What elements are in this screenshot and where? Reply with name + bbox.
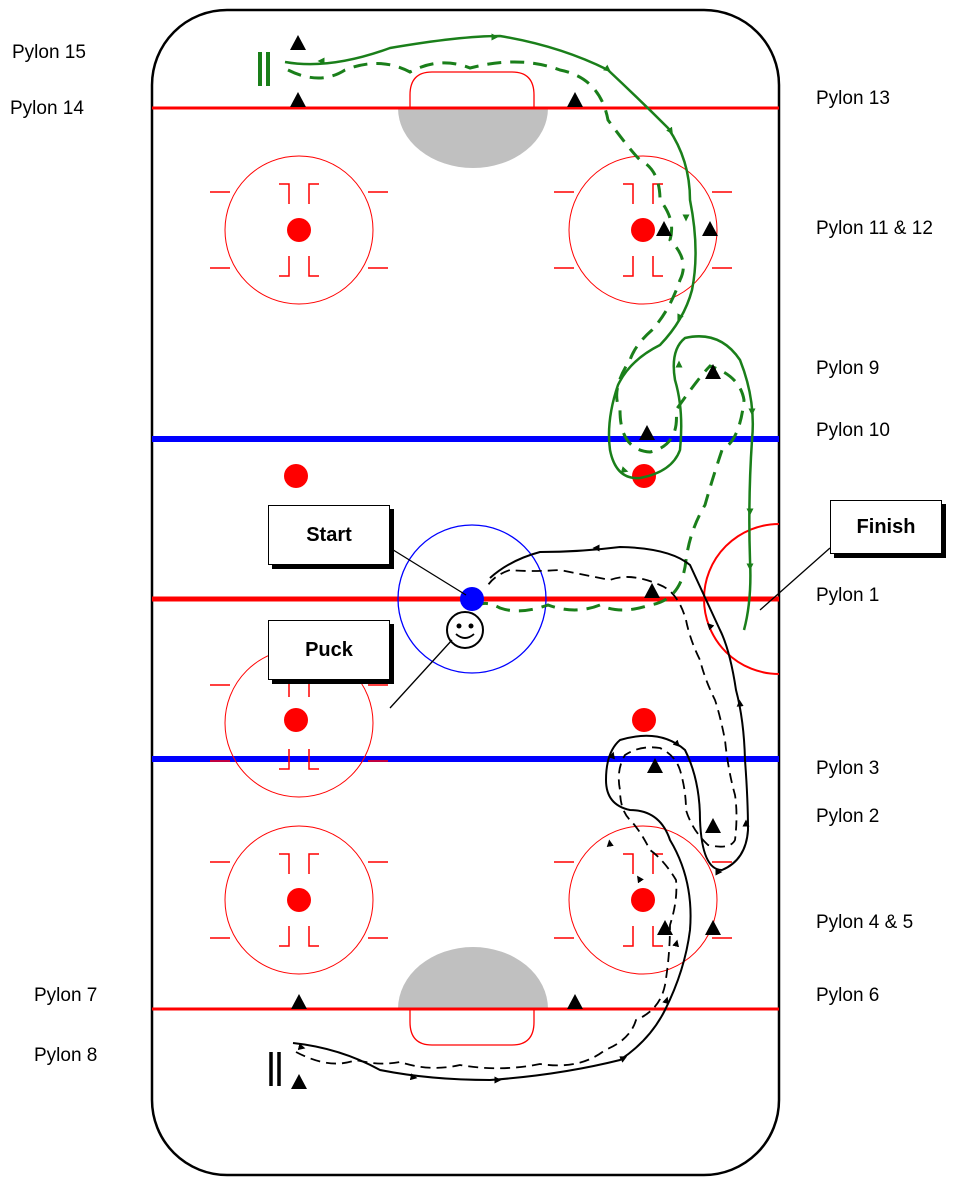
bottom-goal-net xyxy=(409,1009,535,1046)
start-marker-icon xyxy=(460,587,484,611)
top-goal-net xyxy=(409,71,535,108)
pylon-icon xyxy=(705,920,721,935)
neutral-dot-bottom-left xyxy=(284,708,308,732)
pylon-icon xyxy=(705,818,721,833)
center-circle xyxy=(397,524,547,674)
faceoff-dot-icon xyxy=(287,218,311,242)
black-skater-path xyxy=(292,545,750,1082)
faceoff-circle-lower-left xyxy=(210,825,388,975)
label-pylon-14: Pylon 14 xyxy=(10,98,84,119)
faceoff-dot-icon xyxy=(287,888,311,912)
black-start-marker-icon xyxy=(269,1052,281,1086)
green-puck-path xyxy=(287,60,746,613)
finish-leader-line xyxy=(759,547,831,611)
faceoff-circle-top-right xyxy=(554,155,732,305)
label-pylon-4-5: Pylon 4 & 5 xyxy=(816,912,914,933)
label-pylon-7: Pylon 7 xyxy=(34,985,98,1006)
black-path-arrows xyxy=(297,544,750,1084)
pylon-icon xyxy=(657,920,673,935)
start-callout: Start xyxy=(268,505,390,565)
pylon-icon xyxy=(705,364,721,379)
label-pylon-11-12: Pylon 11 & 12 xyxy=(816,218,933,239)
label-pylon-8: Pylon 8 xyxy=(34,1045,98,1066)
pylon-icon xyxy=(567,92,583,107)
pylon-icon xyxy=(291,994,307,1009)
puck-smiley-icon xyxy=(446,611,484,649)
pylon-icon xyxy=(644,583,660,598)
label-pylon-1: Pylon 1 xyxy=(816,585,880,606)
finish-callout: Finish xyxy=(830,500,942,554)
neutral-dot-bottom-right xyxy=(632,708,656,732)
green-start-marker-icon xyxy=(258,52,270,86)
pylon-icon xyxy=(567,994,583,1009)
green-path-arrows xyxy=(317,33,756,571)
label-pylon-10: Pylon 10 xyxy=(816,420,890,441)
pylon-icon xyxy=(647,758,663,773)
bottom-goal-crease xyxy=(398,947,548,1009)
label-pylon-2: Pylon 2 xyxy=(816,806,880,827)
puck-leader-line xyxy=(389,639,453,709)
puck-callout: Puck xyxy=(268,620,390,680)
referee-crease-circle xyxy=(703,523,779,675)
label-pylon-6: Pylon 6 xyxy=(816,985,880,1006)
pylon-icon xyxy=(290,92,306,107)
pylon-icon xyxy=(639,425,655,440)
label-pylon-15: Pylon 15 xyxy=(12,42,86,63)
label-pylon-13: Pylon 13 xyxy=(816,88,890,109)
start-leader-line xyxy=(389,547,467,596)
faceoff-dot-icon xyxy=(631,888,655,912)
pylon-icon xyxy=(702,221,718,236)
pylon-icon xyxy=(291,1074,307,1089)
pylon-icon xyxy=(290,35,306,50)
pylons xyxy=(290,35,721,1089)
pylon-icon xyxy=(656,221,672,236)
label-pylon-9: Pylon 9 xyxy=(816,358,880,379)
faceoff-dot-icon xyxy=(631,218,655,242)
faceoff-circle-top-left xyxy=(210,155,388,305)
faceoff-circle-lower-right xyxy=(554,825,732,975)
label-pylon-3: Pylon 3 xyxy=(816,758,880,779)
black-puck-path xyxy=(295,569,738,1070)
top-goal-crease xyxy=(398,108,548,168)
neutral-dot-top-left xyxy=(284,464,308,488)
